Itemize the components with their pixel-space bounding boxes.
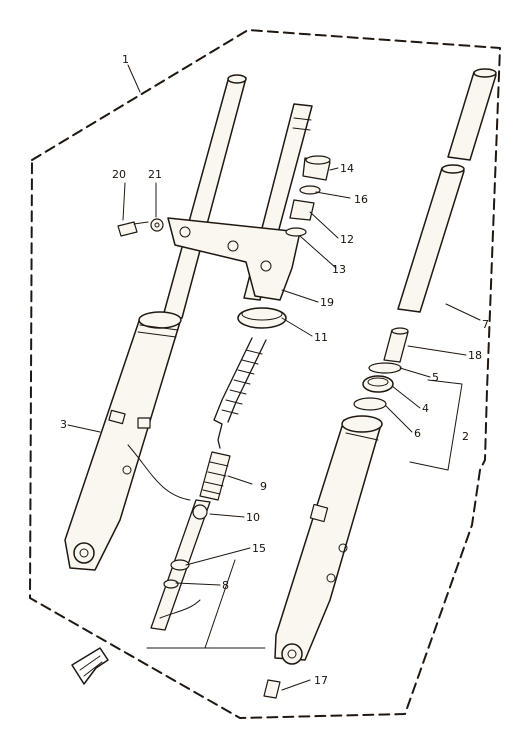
- callout-11: 11: [314, 331, 328, 344]
- callout-13: 13: [332, 263, 346, 276]
- callout-8: 8: [222, 579, 229, 592]
- leader-lines: [67, 64, 481, 691]
- callout-7: 7: [482, 318, 489, 331]
- right-fork-leg: [263, 68, 497, 699]
- callout-6: 6: [414, 427, 421, 440]
- left-fork-leg: [64, 74, 247, 571]
- callout-9: 9: [260, 480, 267, 493]
- callout-3: 3: [60, 418, 67, 431]
- callout-12: 12: [340, 233, 354, 246]
- top-fasteners: [117, 155, 331, 237]
- assembly-boundary: [29, 29, 501, 719]
- callout-17: 17: [314, 674, 328, 687]
- callout-18: 18: [468, 349, 482, 362]
- callout-21: 21: [148, 168, 162, 181]
- callout-20: 20: [112, 168, 126, 181]
- callouts: 1 2 3 4 5 6 7 8 9 10 11 12 13 14 15 16 1…: [60, 53, 489, 687]
- callout-16: 16: [354, 193, 368, 206]
- center-column: [150, 103, 313, 631]
- callout-5: 5: [432, 371, 439, 384]
- callout-1: 1: [122, 53, 129, 66]
- callout-15: 15: [252, 542, 266, 555]
- callout-4: 4: [422, 402, 429, 415]
- callout-14: 14: [340, 162, 354, 175]
- callout-2: 2: [462, 430, 469, 443]
- front-arrow-icon: [71, 647, 109, 685]
- callout-19: 19: [320, 296, 334, 309]
- callout-10: 10: [246, 511, 260, 524]
